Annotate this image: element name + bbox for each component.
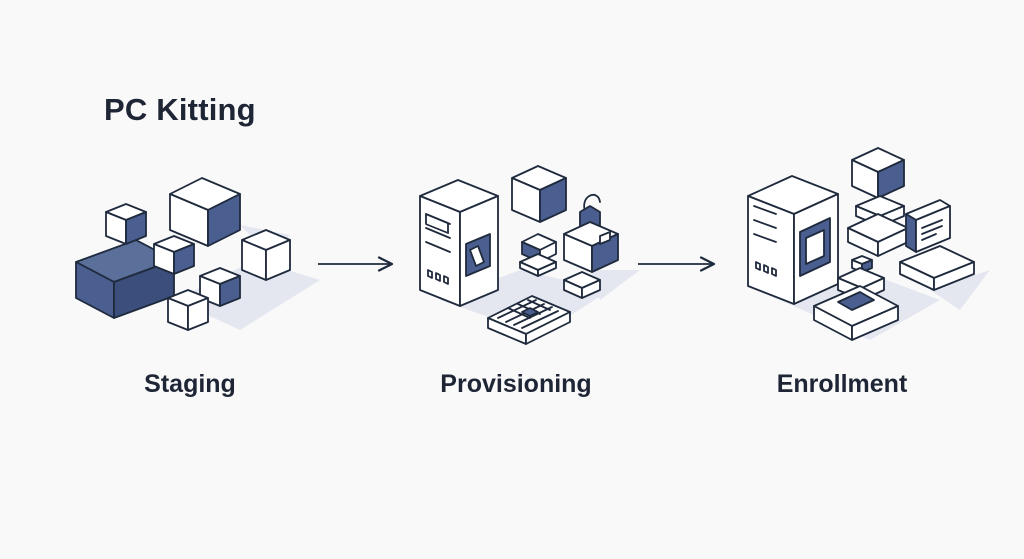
small-box-icon xyxy=(519,233,557,277)
enrollment-illustration xyxy=(747,147,990,341)
stage-label-staging: Staging xyxy=(144,370,236,398)
right-cube-icon xyxy=(241,229,291,281)
server-tower-icon xyxy=(419,179,499,307)
diagram-title: PC Kitting xyxy=(104,92,256,127)
device-monitor-icon xyxy=(899,199,975,291)
pedestal-icon xyxy=(813,255,899,341)
big-cube-icon xyxy=(169,177,241,247)
small-cube-icon xyxy=(105,203,147,245)
circuit-board-icon xyxy=(487,295,571,345)
enrollment-cube-icon xyxy=(851,147,905,199)
enrollment-server-icon xyxy=(747,175,839,305)
stacked-blocks-icon xyxy=(847,195,909,257)
bottom-cube-icon xyxy=(167,289,209,331)
lower-cube-icon xyxy=(199,267,241,307)
provisioning-illustration xyxy=(419,165,640,345)
provision-cube-icon xyxy=(511,165,567,223)
stage-label-provisioning: Provisioning xyxy=(440,370,592,398)
staging-boxes-illustration xyxy=(75,177,320,331)
stage-label-enrollment: Enrollment xyxy=(776,370,908,398)
medium-cube-icon xyxy=(153,235,195,275)
large-base-box-icon xyxy=(75,239,175,319)
secured-box-icon xyxy=(563,221,619,273)
flat-box-icon xyxy=(563,271,601,299)
